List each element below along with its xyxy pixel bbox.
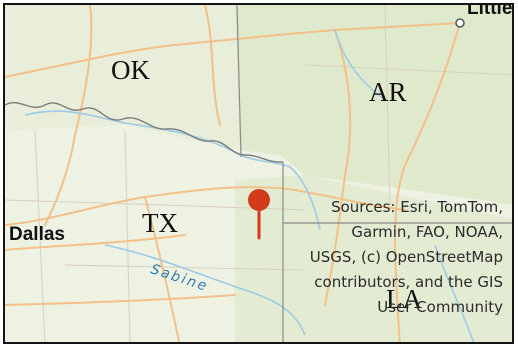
state-borders bbox=[236, 5, 512, 342]
oklahoma-area bbox=[5, 5, 240, 150]
state-label-ok: OK bbox=[111, 55, 150, 85]
red-river-border bbox=[5, 102, 284, 163]
highways bbox=[5, 5, 461, 342]
city-label-dallas: Dallas bbox=[9, 224, 65, 245]
map-attribution: Sources: Esri, TomTom, Garmin, FAO, NOAA… bbox=[309, 198, 503, 316]
state-label-tx: TX bbox=[142, 208, 178, 238]
county-lines bbox=[5, 5, 512, 342]
east-texas-forest-area bbox=[235, 175, 512, 342]
map-pin-icon[interactable] bbox=[245, 188, 273, 240]
basemap bbox=[5, 5, 512, 342]
arkansas-forest-area bbox=[235, 5, 512, 205]
little-rock-city-dot bbox=[455, 18, 465, 28]
map-frame[interactable]: OK AR TX LA Dallas Little Sabine Sources… bbox=[3, 3, 514, 344]
state-label-ar: AR bbox=[369, 77, 407, 107]
city-label-little-rock: Little bbox=[467, 3, 513, 19]
rivers bbox=[24, 29, 475, 342]
state-label-la: LA bbox=[386, 284, 422, 314]
